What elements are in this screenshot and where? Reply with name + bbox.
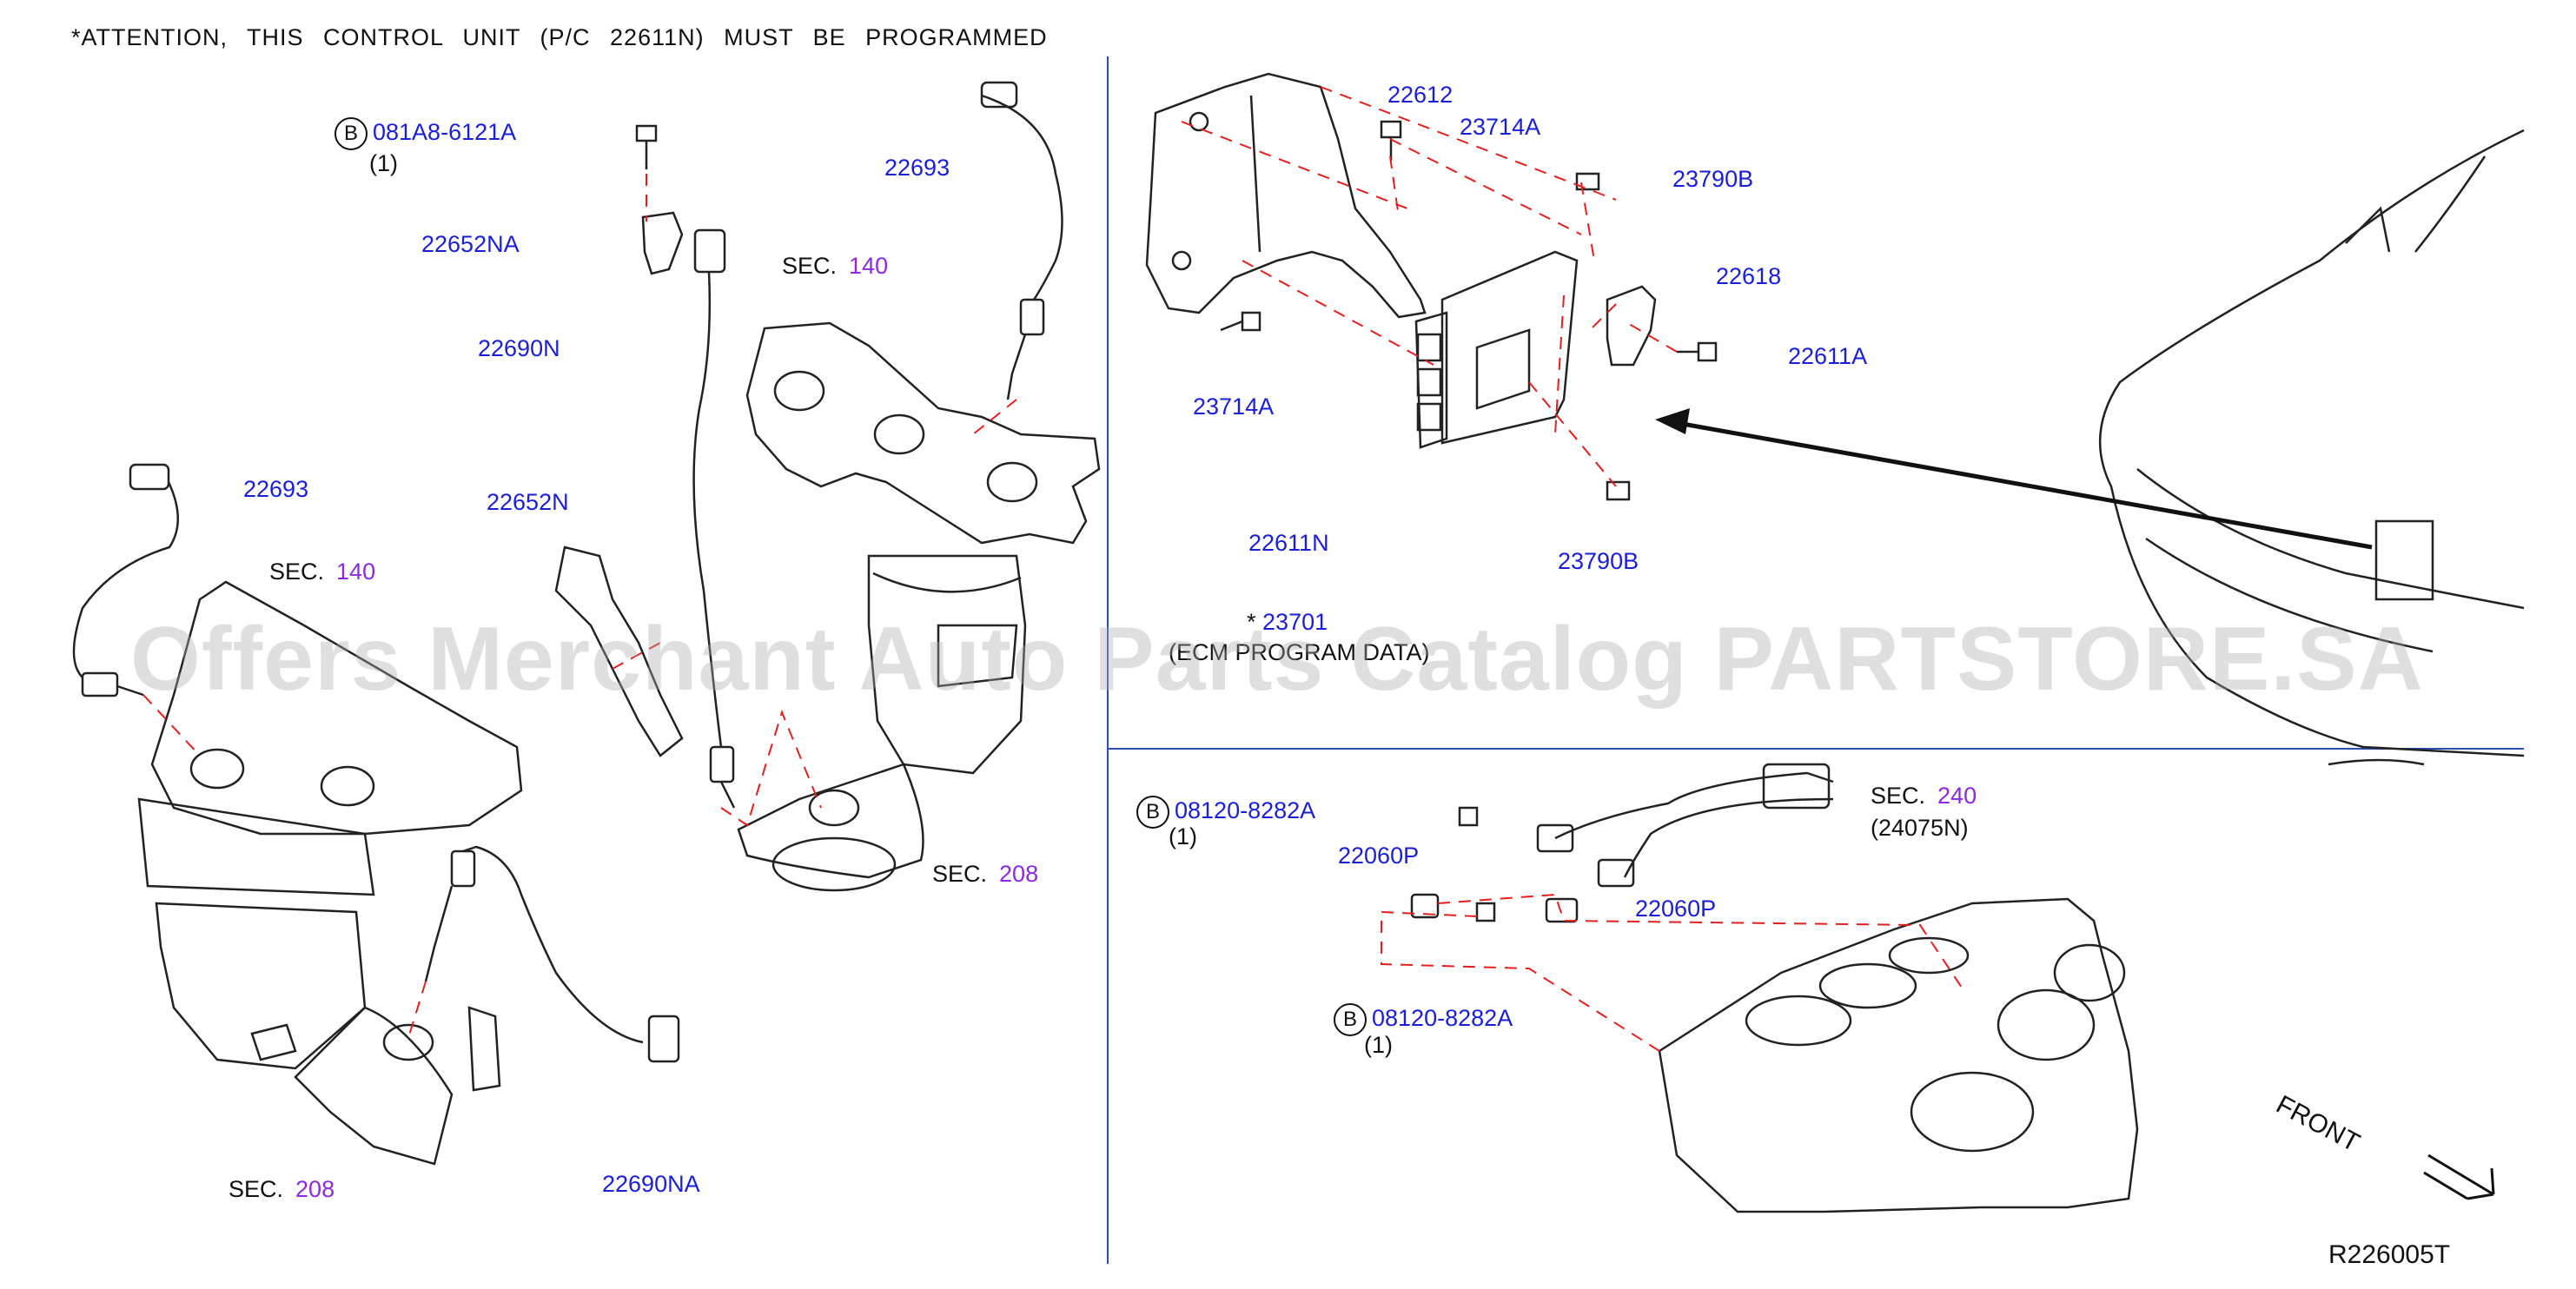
part-22060p-right[interactable]: 22060P (1635, 896, 1717, 922)
part-22693-upper[interactable]: 22693 (884, 155, 950, 181)
part-22611a[interactable]: 22611A (1788, 343, 1868, 369)
part-23714a-top[interactable]: 23714A (1460, 114, 1541, 140)
part-22690n[interactable]: 22690N (478, 335, 560, 361)
section-ref-140-lower[interactable]: SEC.140 (269, 559, 376, 585)
part-22060p-left[interactable]: 22060P (1338, 843, 1420, 869)
part-23714a-left[interactable]: 23714A (1193, 393, 1275, 420)
knock-sensor-harness (1410, 763, 1834, 923)
programming-notice: *ATTENTION, THIS CONTROL UNIT (P/C 22611… (71, 24, 1048, 50)
b-marker: B (1136, 796, 1169, 829)
part-23701[interactable]: * 23701 (1247, 609, 1328, 635)
bracket-22618 (1606, 285, 1657, 367)
bolt-081a8 (635, 124, 658, 169)
cylinder-block (1658, 897, 2139, 1213)
oxygen-sensor-lower (72, 463, 179, 697)
part-23790b-bottom[interactable]: 23790B (1558, 548, 1639, 574)
qty-081a8: (1) (369, 150, 398, 176)
section-ref-208-left[interactable]: SEC.208 (228, 1176, 335, 1202)
b-marker: B (1334, 1003, 1367, 1036)
diagram-code: R226005T (2328, 1240, 2451, 1269)
part-22612[interactable]: 22612 (1387, 82, 1454, 108)
part-22618[interactable]: 22618 (1716, 263, 1782, 289)
qty-08120-top: (1) (1169, 823, 1197, 849)
bracket-22652n (554, 545, 684, 757)
exhaust-manifold-lower (137, 580, 523, 1166)
b-marker: B (334, 117, 368, 150)
oxygen-sensor-22690na (424, 845, 680, 1063)
part-22652na[interactable]: 22652NA (421, 231, 520, 257)
part-22693-lower[interactable]: 22693 (243, 476, 309, 502)
section-240-part-ref: (24075N) (1871, 815, 1969, 841)
location-arrow-head (1655, 408, 1690, 434)
location-arrow-line (1667, 419, 2373, 550)
part-23790b-top[interactable]: 23790B (1672, 166, 1754, 192)
section-ref-208-right[interactable]: SEC.208 (932, 861, 1039, 887)
qty-08120-bottom: (1) (1364, 1032, 1393, 1058)
section-ref-140-upper[interactable]: SEC.140 (782, 253, 889, 279)
ecm-bracket-22612 (1145, 72, 1427, 319)
part-22611n[interactable]: 22611N (1248, 530, 1329, 556)
section-ref-240[interactable]: SEC.240 (1871, 783, 1977, 809)
ecm-program-data-note: (ECM PROGRAM DATA) (1169, 639, 1430, 665)
dashed-leader-lines (142, 86, 1964, 1052)
vehicle-front-view (2098, 129, 2525, 766)
oxygen-sensor-upper (980, 81, 1063, 400)
part-code: 081A8-6121A (373, 119, 517, 146)
part-22690na[interactable]: 22690NA (602, 1171, 700, 1197)
watermark: Offers Merchant Auto Parts Catalog PARTS… (130, 609, 2424, 710)
oxygen-sensor-22690n (692, 228, 736, 809)
front-arrow (2423, 1153, 2495, 1200)
bracket-22652na (641, 211, 684, 275)
exhaust-manifold-upper (737, 321, 1101, 892)
part-22652n[interactable]: 22652N (487, 489, 569, 515)
ecm-unit-22611n (1414, 250, 1579, 449)
